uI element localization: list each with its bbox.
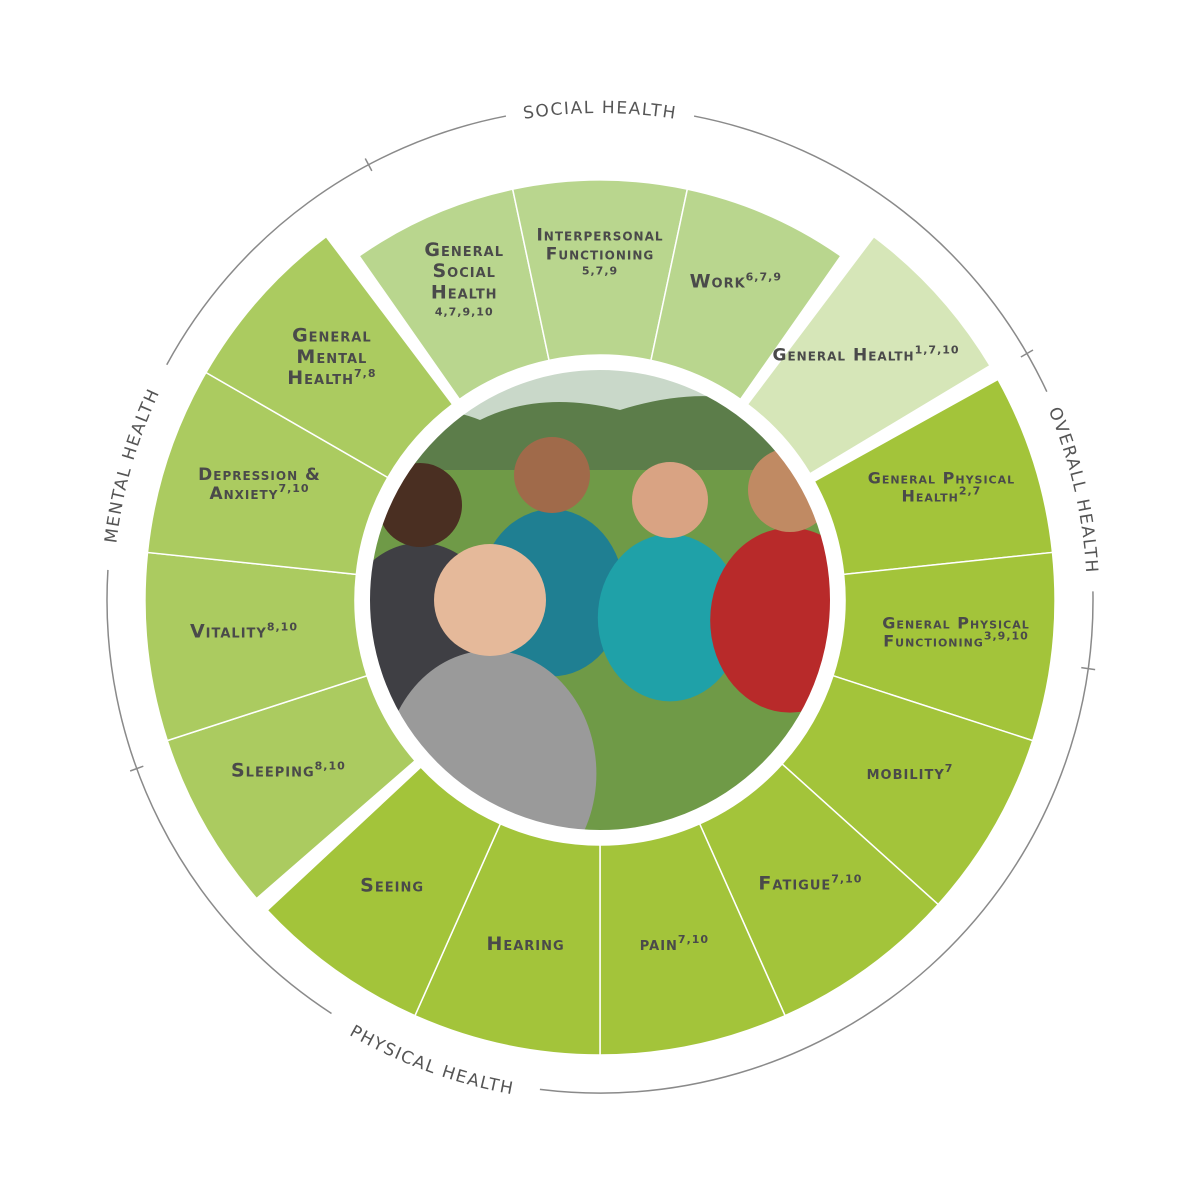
reference-numbers: 7 xyxy=(945,762,954,775)
reference-numbers: 7,10 xyxy=(678,933,709,946)
label-work: Work6,7,9 xyxy=(690,271,782,293)
label-fatigue: Fatigue7,10 xyxy=(758,873,862,895)
label-pain: pain7,10 xyxy=(640,933,709,955)
person-body xyxy=(383,650,597,833)
reference-numbers: 7,8 xyxy=(354,367,377,380)
person-face xyxy=(514,437,590,513)
reference-numbers: 1,7,10 xyxy=(915,343,960,356)
person-face xyxy=(632,462,708,538)
category-ring-arc xyxy=(539,591,1094,1094)
reference-numbers: 4,7,9,10 xyxy=(435,306,494,319)
reference-numbers: 5,7,9 xyxy=(582,265,618,278)
category-boundary-tick xyxy=(129,765,144,772)
label-sleeping: Sleeping8,10 xyxy=(231,759,346,781)
category-boundary-tick xyxy=(1081,666,1096,671)
reference-numbers: 7,10 xyxy=(278,482,309,495)
category-label-social: SOCIAL HEALTH xyxy=(522,98,678,124)
category-ring-arc xyxy=(166,115,507,366)
person-face xyxy=(434,544,546,656)
label-mobility: mobility7 xyxy=(867,762,954,784)
segment-general-health xyxy=(746,235,992,475)
reference-numbers: 8,10 xyxy=(315,759,346,772)
category-ring-arc xyxy=(693,115,1048,392)
category-boundary-tick xyxy=(1020,349,1034,358)
label-hearing: Hearing xyxy=(486,933,564,955)
label-vitality: Vitality8,10 xyxy=(190,620,298,642)
label-seeing: Seeing xyxy=(360,874,424,896)
label-general-health: General Health1,7,10 xyxy=(773,343,960,365)
reference-numbers: 2,7 xyxy=(959,484,982,497)
category-ring-arc xyxy=(106,569,332,1015)
reference-numbers: 3,9,10 xyxy=(984,629,1029,642)
reference-numbers: 7,10 xyxy=(831,873,862,886)
person-body xyxy=(597,534,743,702)
reference-numbers: 6,7,9 xyxy=(746,271,782,284)
category-boundary-tick xyxy=(364,158,373,172)
label-depression-anxiety: Depression &Anxiety7,10 xyxy=(198,465,321,504)
reference-numbers: 8,10 xyxy=(267,620,298,633)
